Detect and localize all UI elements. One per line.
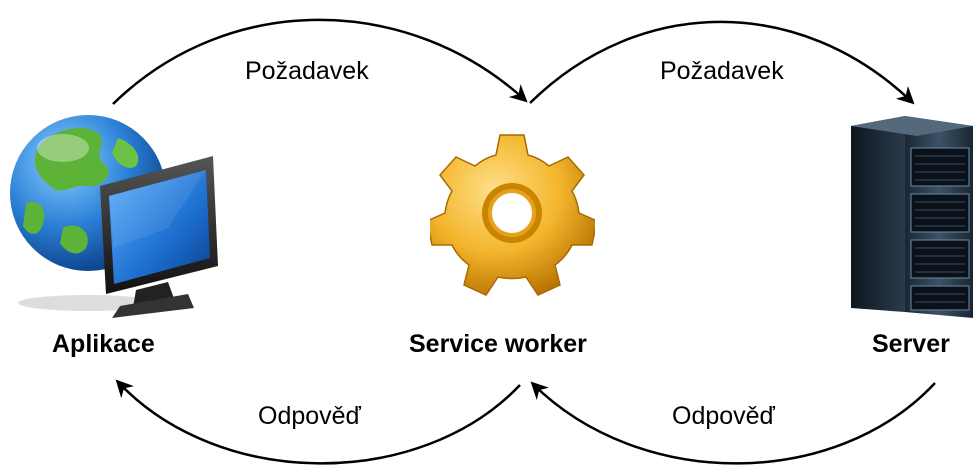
globe-monitor-icon <box>10 115 218 318</box>
gear-icon <box>430 134 595 296</box>
request-arrow-worker-to-server <box>529 20 915 105</box>
request-arrow-app-to-worker <box>112 18 528 105</box>
response-arrow-worker-to-app <box>115 379 521 465</box>
response-label-2: Odpověď <box>672 402 775 430</box>
response-label-1: Odpověď <box>258 402 361 430</box>
server-rack-icon <box>851 116 973 318</box>
node-label-service-worker: Service worker <box>409 330 587 358</box>
response-arrow-server-to-worker <box>530 381 936 465</box>
node-label-server: Server <box>872 330 950 358</box>
request-label-2: Požadavek <box>660 57 784 85</box>
node-label-aplikace: Aplikace <box>52 330 155 358</box>
request-label-1: Požadavek <box>245 57 369 85</box>
